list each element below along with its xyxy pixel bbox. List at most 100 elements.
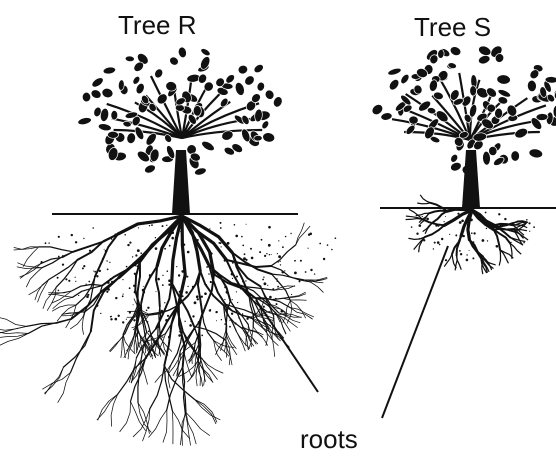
root-speckle bbox=[124, 234, 126, 236]
root-strand bbox=[282, 297, 307, 301]
root-speckle bbox=[481, 239, 485, 242]
leaf bbox=[486, 87, 497, 98]
root-strand bbox=[48, 259, 79, 281]
crown-branch bbox=[111, 117, 183, 140]
root-strand bbox=[183, 320, 201, 354]
leaf bbox=[81, 91, 92, 103]
root-strand bbox=[134, 260, 141, 306]
root-strand bbox=[213, 340, 222, 361]
root-strand bbox=[136, 302, 142, 333]
leaf bbox=[169, 56, 179, 66]
root-speckle bbox=[533, 226, 535, 229]
root-speckle bbox=[512, 223, 515, 226]
root-strand bbox=[116, 214, 184, 236]
root-strand bbox=[252, 313, 270, 329]
root-strand bbox=[180, 214, 216, 276]
root-speckle bbox=[319, 242, 322, 245]
root-speckle bbox=[331, 248, 333, 251]
root-speckle bbox=[209, 280, 212, 284]
leaf bbox=[482, 150, 491, 166]
leaf bbox=[552, 104, 556, 118]
leaf bbox=[90, 89, 102, 99]
tree-r-crown bbox=[77, 46, 283, 176]
root-speckle bbox=[226, 241, 230, 245]
root-speckle bbox=[284, 235, 287, 238]
root-speckle bbox=[466, 254, 468, 256]
root-speckle bbox=[268, 225, 271, 229]
root-speckle bbox=[157, 325, 160, 328]
root-strand bbox=[271, 273, 305, 281]
leaf bbox=[241, 114, 250, 125]
leaf bbox=[429, 54, 439, 65]
leaf bbox=[473, 140, 484, 151]
root-speckle bbox=[141, 288, 145, 292]
leaf bbox=[197, 73, 208, 84]
root-speckle bbox=[162, 274, 164, 277]
leaf bbox=[546, 93, 555, 103]
leaf bbox=[253, 64, 264, 74]
root-speckle bbox=[168, 279, 171, 283]
root-speckle bbox=[181, 270, 184, 273]
root-speckle bbox=[171, 231, 174, 234]
root-strand bbox=[422, 221, 434, 232]
root-speckle bbox=[233, 224, 236, 226]
leaf bbox=[402, 104, 413, 113]
leaf bbox=[497, 96, 509, 105]
root-speckle bbox=[266, 253, 268, 255]
root-strand bbox=[166, 366, 184, 411]
root-strand bbox=[443, 253, 453, 267]
crown-branch bbox=[181, 128, 263, 140]
root-strand bbox=[265, 322, 281, 342]
leaf bbox=[494, 107, 503, 119]
root-strand bbox=[34, 279, 50, 301]
root-strand bbox=[191, 342, 196, 365]
leaf bbox=[387, 67, 402, 76]
root-speckle bbox=[83, 265, 86, 268]
root-speckle bbox=[61, 263, 65, 266]
root-strand bbox=[271, 273, 292, 302]
root-strand bbox=[97, 393, 118, 421]
leaf bbox=[469, 85, 477, 97]
root-strand bbox=[511, 228, 528, 232]
leaf bbox=[131, 115, 141, 127]
root-strand bbox=[72, 284, 103, 298]
root-strand bbox=[299, 279, 324, 282]
root-speckle bbox=[219, 221, 222, 224]
leaf bbox=[447, 62, 457, 69]
root-strand bbox=[268, 303, 281, 323]
root-strand bbox=[470, 208, 496, 227]
root-speckle bbox=[237, 284, 241, 288]
root-strand bbox=[480, 257, 488, 273]
root-speckle bbox=[239, 287, 243, 290]
root-strand bbox=[250, 317, 271, 330]
root-speckle bbox=[106, 260, 108, 262]
root-strand bbox=[226, 335, 238, 356]
root-speckle bbox=[155, 291, 157, 293]
root-strand bbox=[405, 217, 424, 221]
root-speckle bbox=[243, 253, 246, 256]
root-strand bbox=[0, 317, 27, 327]
root-strand bbox=[136, 331, 147, 351]
root-strand bbox=[0, 326, 27, 331]
root-speckle bbox=[276, 253, 278, 255]
root-speckle bbox=[504, 217, 507, 221]
root-speckle bbox=[278, 255, 281, 259]
root-strand bbox=[185, 412, 197, 445]
root-strand bbox=[140, 302, 148, 333]
root-strand bbox=[163, 302, 180, 367]
root-speckle bbox=[162, 232, 165, 235]
root-speckle bbox=[229, 319, 231, 321]
root-strand bbox=[259, 285, 280, 314]
root-strand bbox=[195, 360, 199, 387]
root-strand bbox=[459, 208, 474, 238]
leaf bbox=[175, 97, 186, 106]
root-strand bbox=[167, 363, 172, 389]
leaf bbox=[110, 110, 119, 121]
root-speckle bbox=[184, 320, 186, 322]
leaf bbox=[254, 108, 263, 123]
leaf bbox=[544, 76, 556, 84]
root-strand bbox=[62, 330, 92, 368]
root-strand bbox=[140, 265, 159, 305]
root-speckle bbox=[161, 284, 164, 286]
root-speckle bbox=[44, 242, 47, 245]
